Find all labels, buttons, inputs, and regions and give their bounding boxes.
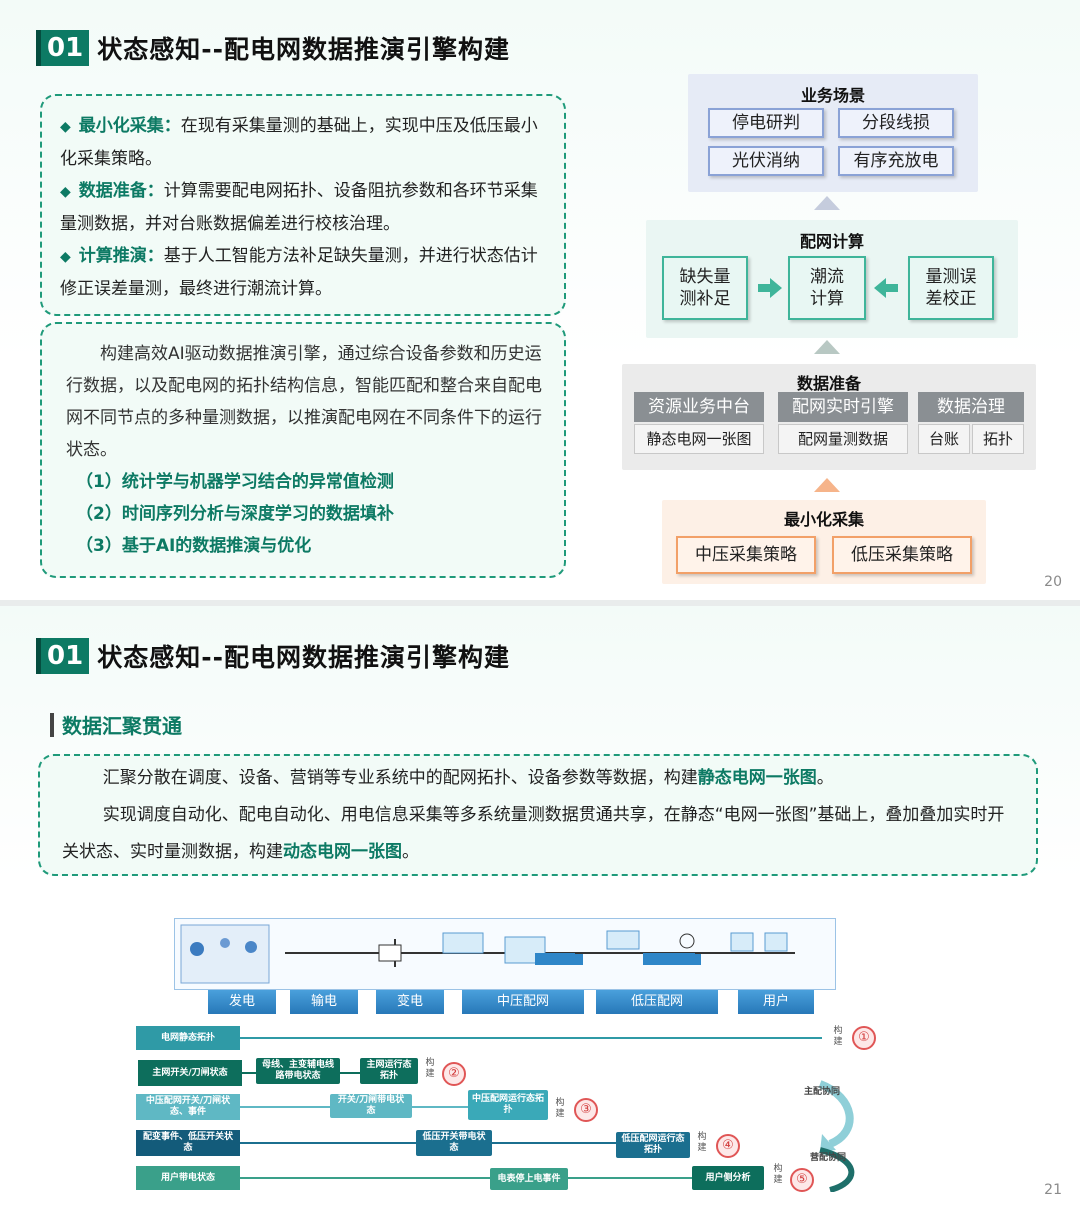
slide-21: 01 状态感知--配电网数据推演引擎构建 数据汇聚贯通 汇聚分散在调度、设备、营… [0, 606, 1080, 1215]
min-item: 低压采集策略 [832, 536, 972, 574]
summary-box: 汇聚分散在调度、设备、营销等专业系统中的配网拓扑、设备参数等数据，构建静态电网一… [38, 754, 1038, 876]
collaboration-arc-icon [818, 1080, 855, 1192]
flow-step: 中压配网运行态拓扑 [468, 1090, 548, 1120]
up-arrow-icon [814, 340, 840, 354]
title-text: 状态感知--配电网数据推演引擎构建 [97, 643, 510, 672]
title-number: 01 [36, 30, 90, 66]
build-tag: 构建 [555, 1098, 565, 1119]
title-number: 01 [36, 638, 90, 674]
biz-item: 光伏消纳 [708, 146, 824, 176]
stage-button: 用户 [738, 990, 814, 1014]
diamond-icon: ◆ [60, 184, 71, 200]
side-label: 营配协同 [810, 1153, 847, 1163]
biz-item: 停电研判 [708, 108, 824, 138]
subtitle-text: 数据汇聚贯通 [62, 714, 182, 738]
flow-label: 主网开关/刀闸状态 [138, 1060, 242, 1086]
summary-paragraph-2: 实现调度自动化、配电自动化、用电信息采集等多系统量测数据贯通共享，在静态“电网一… [62, 805, 1005, 862]
description-paragraph: 构建高效AI驱动数据推演引擎，通过综合设备参数和历史运行数据，以及配电网的拓扑结… [66, 344, 542, 460]
step-badge: ① [852, 1026, 876, 1050]
flow-step: 低压配网运行态拓扑 [616, 1132, 690, 1158]
flow-label: 配变事件、低压开关状态 [136, 1130, 240, 1156]
bullets-box: ◆最小化采集：在现有采集量测的基础上，实现中压及低压最小化采集策略。 ◆数据准备… [40, 94, 566, 316]
prep-head: 配网实时引擎 [778, 392, 908, 422]
flow-line [240, 1037, 822, 1039]
stage-button: 发电 [208, 990, 276, 1014]
build-tag: 构建 [773, 1164, 783, 1185]
build-tag: 构建 [425, 1058, 435, 1079]
business-panel: 业务场景 停电研判 分段线损 光伏消纳 有序充放电 [688, 74, 978, 192]
description-box: 构建高效AI驱动数据推演引擎，通过综合设备参数和历史运行数据，以及配电网的拓扑结… [40, 322, 566, 578]
flow-label: 中压配网开关/刀闸状态、事件 [136, 1094, 240, 1120]
flow-step: 开关/刀闸带电状态 [330, 1094, 412, 1118]
calc-title: 配网计算 [799, 232, 864, 251]
step-badge: ④ [716, 1134, 740, 1158]
section-subtitle: 数据汇聚贯通 [50, 710, 182, 739]
slide-20: 01 状态感知--配电网数据推演引擎构建 ◆最小化采集：在现有采集量测的基础上，… [0, 0, 1080, 600]
prep-cell: 台账 [918, 424, 970, 454]
business-title: 业务场景 [800, 86, 865, 105]
min-item: 中压采集策略 [676, 536, 816, 574]
side-label: 主配协同 [804, 1087, 841, 1097]
flow-step: 低压开关带电状态 [416, 1130, 492, 1156]
build-tag: 构建 [697, 1132, 707, 1153]
subtitle-bar [50, 712, 54, 737]
bullet-item: ◆最小化采集：在现有采集量测的基础上，实现中压及低压最小化采集策略。 [60, 116, 538, 169]
step-badge: ③ [574, 1098, 598, 1122]
up-arrow-icon [814, 478, 840, 492]
bullet-item: ◆计算推演：基于人工智能方法补足缺失量测，并进行状态估计修正误差量测，最终进行潮… [60, 246, 538, 299]
stage-button: 变电 [376, 990, 444, 1014]
flow-step: 母线、主变辅电线路带电状态 [256, 1058, 340, 1084]
slide-title: 01 状态感知--配电网数据推演引擎构建 [36, 30, 510, 66]
method-item: （1）统计学与机器学习结合的异常值检测 [76, 472, 394, 492]
prep-cell: 拓扑 [972, 424, 1024, 454]
bullet-item: ◆数据准备：计算需要配电网拓扑、设备阻抗参数和各环节采集量测数据，并对台账数据偏… [60, 181, 538, 234]
calc-correct-box: 量测误差校正 [908, 256, 994, 320]
stage-button: 输电 [290, 990, 358, 1014]
biz-item: 有序充放电 [838, 146, 954, 176]
calc-missing-box: 缺失量测补足 [662, 256, 748, 320]
title-text: 状态感知--配电网数据推演引擎构建 [97, 35, 510, 64]
flow-label: 用户带电状态 [136, 1166, 240, 1190]
grid-network-icon [180, 924, 795, 984]
method-item: （2）时间序列分析与深度学习的数据填补 [76, 504, 394, 524]
up-arrow-icon [814, 196, 840, 210]
diamond-icon: ◆ [60, 119, 71, 135]
calc-panel: 配网计算 缺失量测补足 潮流计算 量测误差校正 [646, 220, 1018, 338]
slide-divider [0, 600, 1080, 606]
prep-head: 数据治理 [918, 392, 1024, 422]
prep-head: 资源业务中台 [634, 392, 764, 422]
page-number: 21 [1044, 1182, 1062, 1198]
flow-step: 电表停上电事件 [490, 1168, 568, 1190]
flow-step: 主网运行态拓扑 [360, 1058, 418, 1084]
prep-title: 数据准备 [796, 374, 861, 393]
prep-cell: 静态电网一张图 [634, 424, 764, 454]
step-badge: ⑤ [790, 1168, 814, 1192]
summary-paragraph-1: 汇聚分散在调度、设备、营销等专业系统中的配网拓扑、设备参数等数据，构建静态电网一… [102, 768, 834, 788]
step-badge: ② [442, 1062, 466, 1086]
diamond-icon: ◆ [60, 249, 71, 265]
slide-title: 01 状态感知--配电网数据推演引擎构建 [36, 638, 510, 674]
stage-button: 低压配网 [596, 990, 718, 1014]
flow-step: 用户侧分析 [692, 1166, 764, 1190]
build-tag: 构建 [833, 1026, 843, 1047]
power-grid-illustration [174, 918, 836, 990]
biz-item: 分段线损 [838, 108, 954, 138]
min-collect-panel: 最小化采集 中压采集策略 低压采集策略 [662, 500, 986, 584]
arrow-right-icon [758, 278, 782, 298]
page-number: 20 [1044, 574, 1062, 590]
calc-flow-box: 潮流计算 [788, 256, 866, 320]
min-collect-title: 最小化采集 [783, 510, 864, 529]
arrow-left-icon [874, 278, 898, 298]
stage-button: 中压配网 [462, 990, 584, 1014]
prep-panel: 数据准备 资源业务中台 配网实时引擎 数据治理 静态电网一张图 配网量测数据 台… [622, 364, 1036, 470]
method-item: （3）基于AI的数据推演与优化 [76, 536, 312, 556]
flow-label: 电网静态拓扑 [136, 1026, 240, 1050]
prep-cell: 配网量测数据 [778, 424, 908, 454]
